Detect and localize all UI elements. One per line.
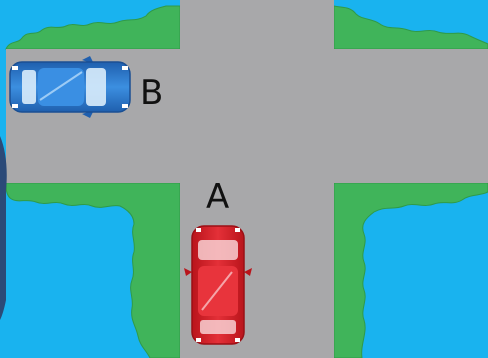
car-a-label: A: [206, 177, 229, 217]
car-b-rear-window: [22, 70, 36, 104]
car-a: [184, 226, 252, 344]
left-frame-strip: [0, 136, 7, 320]
car-a-front-windshield: [198, 240, 238, 260]
car-b: [10, 56, 130, 118]
car-b-label: B: [140, 73, 163, 113]
car-b-front-windshield: [86, 68, 106, 106]
car-a-rear-window: [200, 320, 236, 334]
